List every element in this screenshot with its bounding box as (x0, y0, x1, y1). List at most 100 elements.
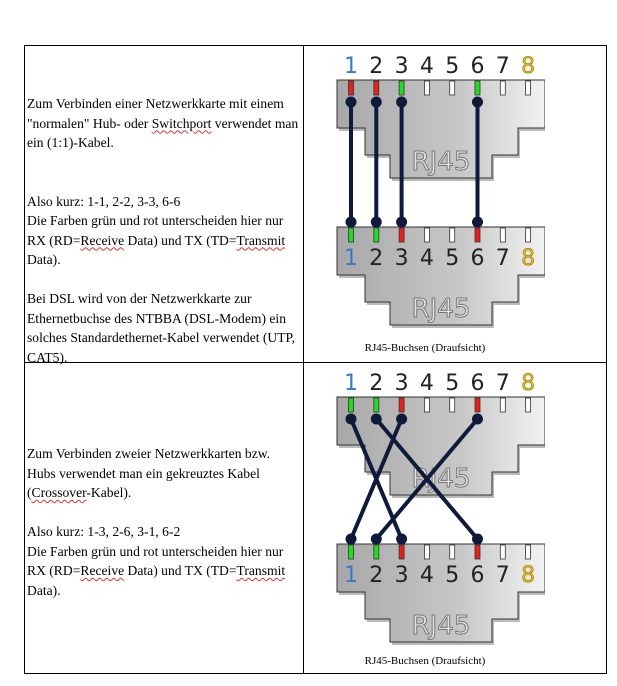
top-pin-number: 3 (395, 371, 409, 396)
top-pin-white (449, 397, 456, 413)
bottom-pin-number: 1 (344, 563, 358, 588)
bottom-socket-label: RJ45 (412, 294, 471, 324)
bottom-pin-white (424, 227, 430, 243)
text: Zum Verbinden einer Netzwerkkarte mit ei… (27, 96, 284, 131)
wire (374, 417, 480, 541)
bottom-pin-white (449, 227, 456, 243)
wire-endpoint-top (472, 96, 483, 108)
bottom-pin-number: 3 (395, 246, 409, 271)
top-pin-green (474, 80, 481, 96)
text: Also kurz: 1-1, 2-2, 3-3, 6-6 (27, 193, 181, 209)
text: Transmit (236, 563, 286, 578)
diagram-caption: RJ45-Buchsen (Draufsicht) (364, 342, 486, 354)
bottom-pin-red (398, 544, 405, 560)
top-pin-number: 7 (496, 54, 510, 79)
top-socket-label: RJ45 (412, 464, 471, 494)
wire-endpoint-top (472, 413, 483, 425)
wire-endpoint-bottom (396, 216, 408, 228)
bottom-pin-white (525, 227, 532, 243)
bottom-pin-white (525, 544, 532, 560)
top-pin-white (424, 397, 430, 413)
bottom-pin-number: 3 (395, 563, 409, 588)
wire-endpoint-top (396, 96, 408, 108)
top-socket (336, 79, 545, 179)
text: Data) und TX (TD= (124, 232, 237, 248)
wire-endpoint-top (370, 413, 382, 425)
bottom-socket (336, 226, 545, 326)
top-pin-number: 7 (496, 371, 510, 396)
top-pin-white (499, 80, 506, 96)
top-pin-number: 5 (445, 371, 459, 396)
text: Zum Verbinden zweier Netzwerkkarten bzw.… (27, 446, 271, 500)
bottom-pin-number: 8 (521, 246, 535, 271)
bottom-pin-number: 6 (471, 246, 485, 271)
bottom-pin-white (499, 544, 506, 560)
top-pin-white (525, 80, 532, 96)
top-pin-white (424, 80, 430, 96)
bottom-pin-green (348, 544, 354, 560)
top-socket (336, 396, 545, 496)
text: Transmit (236, 232, 286, 248)
bottom-socket (336, 543, 545, 643)
top-pin-red (348, 80, 354, 96)
text: Die Farben grün und rot unterscheiden hi… (27, 543, 284, 579)
column-divider (303, 46, 304, 673)
wire-endpoint-top (345, 96, 357, 108)
wire-endpoint-bottom (472, 533, 483, 545)
top-pin-green (398, 80, 405, 96)
text: Switchport (151, 115, 212, 131)
wire-endpoint-bottom (370, 216, 382, 228)
bottom-pin-number: 7 (496, 246, 510, 271)
top-pin-number: 8 (521, 54, 535, 79)
top-pin-red (398, 397, 405, 413)
wire-endpoint-top (345, 413, 357, 425)
text: Data). (27, 582, 61, 598)
crossover-cable-description: Zum Verbinden zweier Netzwerkkarten bzw.… (27, 444, 299, 600)
top-pin-number: 6 (471, 54, 485, 79)
wire (349, 418, 404, 540)
bottom-pin-number: 5 (445, 563, 459, 588)
top-pin-number: 8 (521, 371, 535, 396)
bottom-socket-label: RJ45 (412, 611, 471, 641)
bottom-pin-green (348, 227, 354, 243)
diagram-caption: RJ45-Buchsen (Draufsicht) (364, 655, 486, 667)
bottom-pin-white (449, 544, 456, 560)
wire-endpoint-bottom (396, 533, 408, 545)
top-pin-number: 2 (369, 371, 383, 396)
bottom-pin-white (424, 544, 430, 560)
top-pin-number: 1 (344, 371, 358, 396)
bottom-pin-red (474, 227, 481, 243)
straight-cable-description: Zum Verbinden einer Netzwerkkarte mit ei… (27, 94, 299, 367)
wiring-table (24, 45, 607, 674)
text: Bei DSL wird von der Netzwerkkarte zur E… (27, 291, 296, 365)
bottom-pin-red (398, 227, 405, 243)
top-pin-red (474, 397, 481, 413)
top-pin-number: 4 (420, 54, 434, 79)
text: Crossover (31, 485, 87, 500)
text: verwendet man ein (1:1)-Kabel. (27, 115, 299, 151)
top-pin-red (373, 80, 380, 96)
top-pin-number: 4 (420, 371, 434, 396)
bottom-pin-number: 5 (445, 246, 459, 271)
top-pin-number: 6 (471, 371, 485, 396)
top-pin-green (373, 397, 380, 413)
top-pin-white (525, 397, 532, 413)
wire-endpoint-bottom (370, 533, 382, 545)
top-pin-number: 3 (395, 54, 409, 79)
bottom-pin-number: 4 (420, 563, 434, 588)
bottom-pin-number: 7 (496, 563, 510, 588)
bottom-pin-number: 2 (369, 563, 383, 588)
text: Data) und TX (TD= (124, 563, 237, 578)
text: Also kurz: 1-3, 2-6, 3-1, 6-2 (27, 524, 181, 539)
bottom-pin-number: 8 (521, 563, 535, 588)
bottom-pin-number: 4 (420, 246, 434, 271)
bottom-pin-number: 6 (471, 563, 485, 588)
wire-endpoint-top (396, 413, 408, 425)
wire-endpoint-bottom (345, 216, 357, 228)
text: -Kabel). (86, 485, 132, 500)
top-pin-number: 1 (344, 54, 358, 79)
top-pin-number: 2 (369, 54, 383, 79)
